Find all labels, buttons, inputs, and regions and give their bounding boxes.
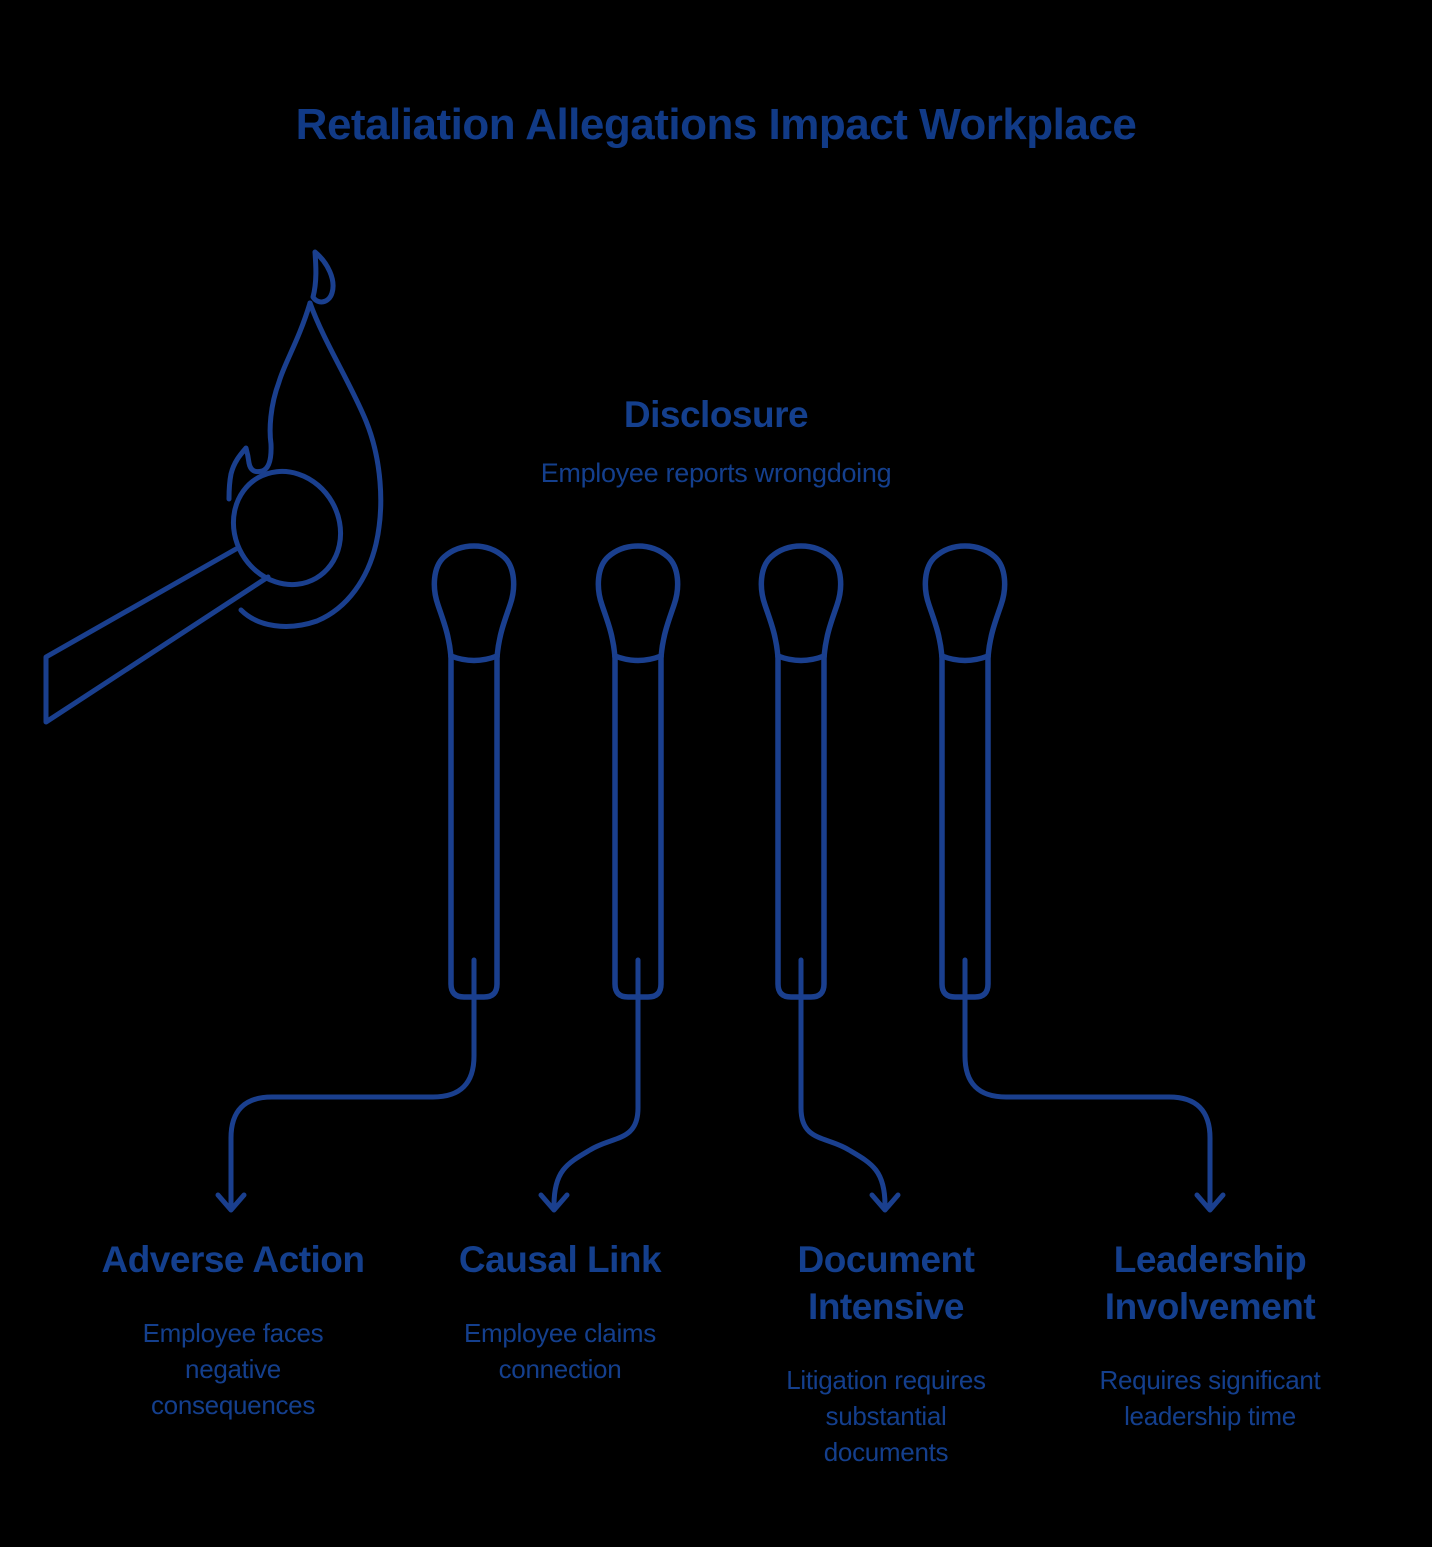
matchstick-icon (925, 546, 1004, 997)
arrow-down-icon (215, 1192, 247, 1213)
lit-match-stick (43, 546, 271, 725)
lit-match-head (230, 468, 344, 588)
source-description: Employee reports wrongdoing (540, 458, 892, 488)
connector-arrow-1 (215, 957, 477, 1213)
outcome-column-causal-link: Causal Link Employee claims connection (420, 1236, 700, 1387)
connector-line (551, 957, 641, 1208)
outcome-description: Requires significant leadership time (1099, 1365, 1321, 1431)
outcome-column-adverse-action: Adverse Action Employee faces negative c… (93, 1236, 373, 1423)
connector-line (962, 957, 1213, 1208)
connector-arrow-3 (798, 957, 901, 1213)
lit-match-icon (43, 249, 384, 725)
outcome-description: Employee claims connection (463, 1318, 656, 1384)
arrow-down-icon (869, 1192, 901, 1213)
matchstick-icon (761, 546, 840, 997)
matchstick-icon (434, 546, 513, 997)
outcome-heading: Leadership Involvement (1104, 1239, 1316, 1327)
matchstick-icon (598, 546, 677, 997)
outcome-description: Employee faces negative consequences (142, 1318, 324, 1420)
outcome-heading: Causal Link (458, 1239, 662, 1280)
flame-outer-edge (238, 300, 384, 629)
page-title: Retaliation Allegations Impact Workplace (295, 100, 1137, 149)
connector-arrow-4 (962, 957, 1226, 1213)
spark-crescent-icon (310, 249, 336, 305)
outcome-column-document-intensive: Document Intensive Litigation requires s… (746, 1236, 1026, 1470)
flame-icon (226, 300, 313, 502)
outcome-heading: Adverse Action (101, 1239, 365, 1280)
arrow-down-icon (538, 1192, 570, 1213)
outcome-column-leadership-involvement: Leadership Involvement Requires signific… (1070, 1236, 1350, 1434)
connector-line (798, 957, 888, 1208)
arrow-down-icon (1194, 1192, 1226, 1213)
outcome-heading: Document Intensive (797, 1239, 975, 1327)
outcome-description: Litigation requires substantial document… (786, 1365, 986, 1467)
connector-line (228, 957, 477, 1208)
source-heading: Disclosure (623, 394, 809, 435)
connector-arrow-2 (538, 957, 641, 1213)
